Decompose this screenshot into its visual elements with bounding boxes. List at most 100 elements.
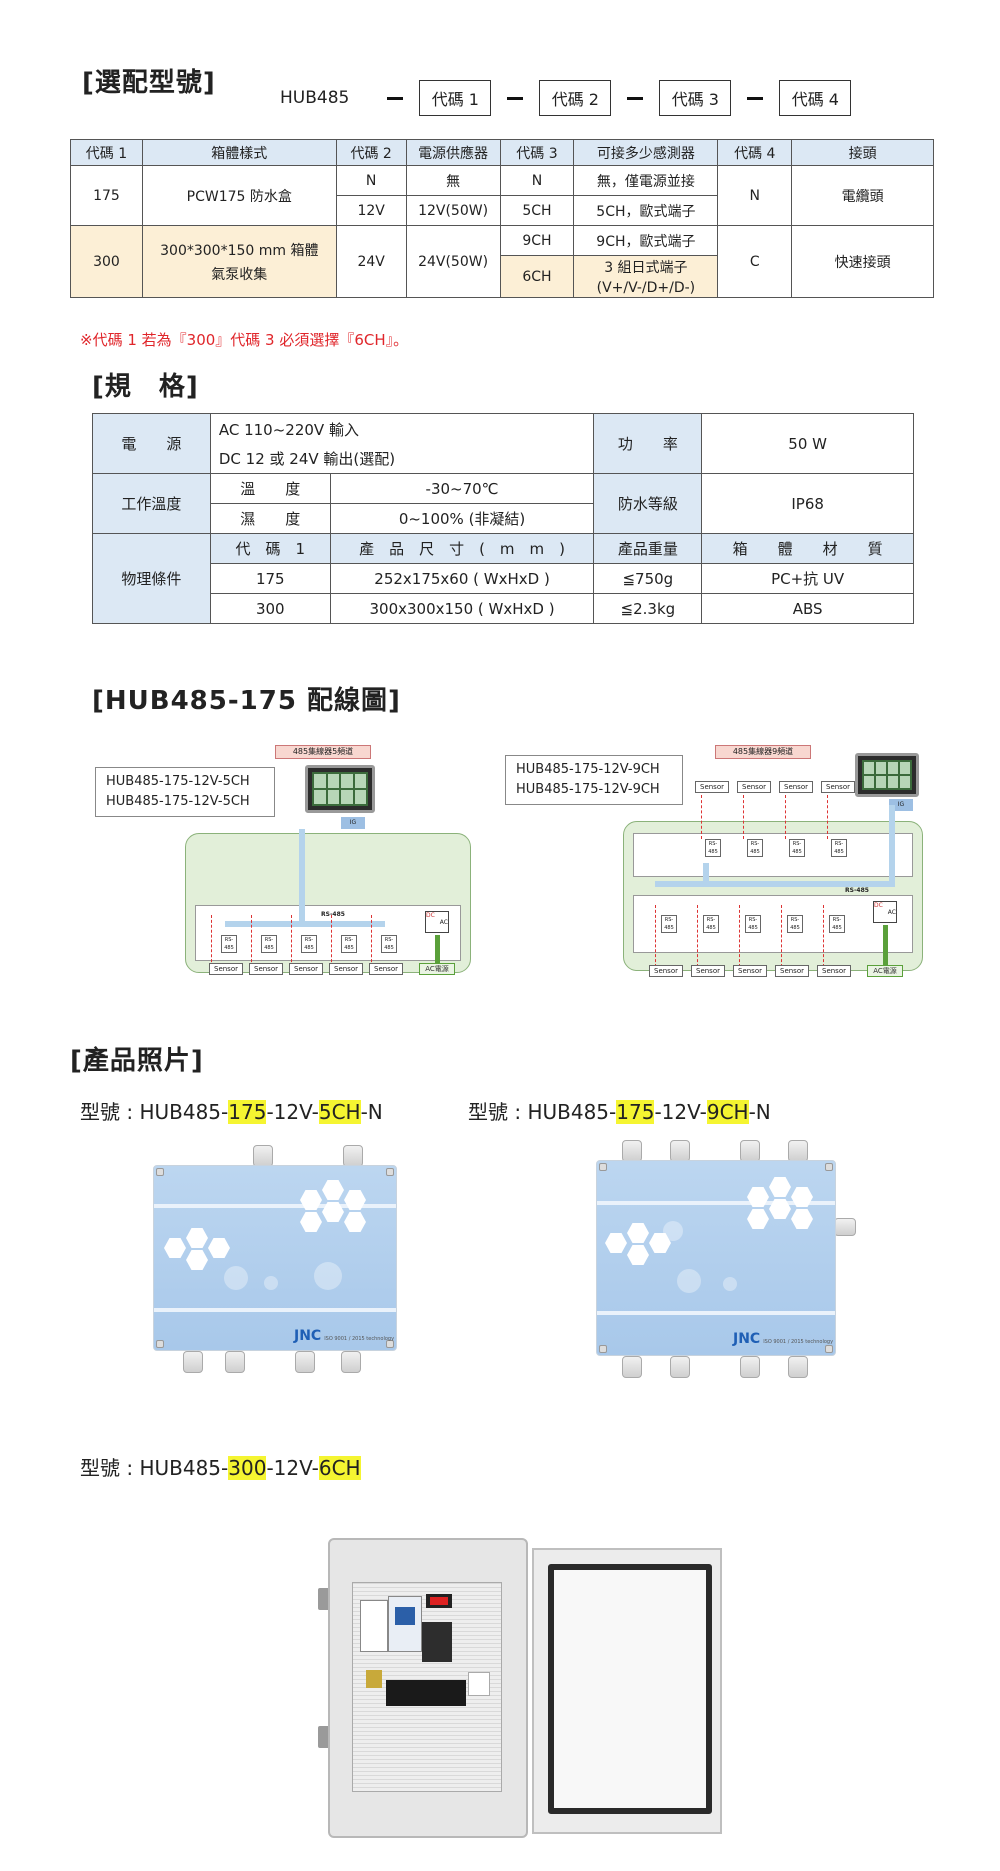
rs485-module: RS-485: [703, 915, 719, 933]
ig-tag: IG: [889, 799, 913, 811]
dc-ac-converter: DC AC: [425, 911, 449, 933]
cell: 無: [405, 165, 501, 196]
wiring-heading: [HUB485-175 配線圖]: [92, 686, 401, 716]
wire-bundle: [366, 1670, 382, 1688]
code-box-3: 代碼 3: [659, 80, 732, 116]
dc-text: DC: [426, 912, 435, 919]
table-row: 175 252x175x60 ( WxHxD ) ≦750g PC+抗 UV: [93, 563, 914, 594]
wiring-diagram-5ch: 485集線器5頻道 IG HUB485-175-12V-5CH HUB485-1…: [95, 745, 475, 975]
cable-gland-icon: [225, 1351, 245, 1373]
model-highlight: 175: [228, 1100, 267, 1124]
sensor-box: Sensor: [817, 965, 851, 977]
power-value: AC 110~220V 輸入 DC 12 或 24V 輸出(選配): [209, 413, 595, 474]
bus-line: [703, 863, 709, 885]
terminal-block: [386, 1680, 466, 1706]
ac-text: AC: [887, 909, 896, 916]
model-highlight: 175: [616, 1100, 655, 1124]
table-row: 電 源 AC 110~220V 輸入 DC 12 或 24V 輸出(選配) 功 …: [92, 413, 914, 474]
ac-arrow: [883, 925, 888, 965]
model-text: 型號 : HUB485-: [468, 1100, 617, 1124]
model-text: -N: [360, 1100, 383, 1124]
monitor-icon: [855, 753, 919, 797]
code-box-1: 代碼 1: [419, 80, 492, 116]
sensor-box: Sensor: [821, 781, 855, 793]
board-area-bottom: [633, 895, 913, 953]
sensor-box: Sensor: [209, 963, 243, 975]
rs485-module: RS-485: [341, 935, 357, 953]
cell: 300*300*150 mm 箱體 氣泵收集: [141, 225, 337, 298]
sensor-box: Sensor: [775, 965, 809, 977]
cell: N: [499, 165, 575, 196]
power-line: [291, 915, 292, 967]
table-row: 6CH 3 組日式端子 (V+/V-/D+/D-): [71, 255, 934, 298]
ip-value: IP68: [701, 473, 914, 534]
ph-code: 代 碼 1: [209, 533, 331, 564]
label-power: 電 源: [92, 413, 211, 474]
diagram-label: HUB485-175-12V-5CH HUB485-175-12V-5CH: [95, 767, 275, 817]
cell: 9CH: [499, 225, 575, 256]
label-line: HUB485-175-12V-9CH: [516, 782, 660, 797]
table-row: 12V 12V(50W) 5CH 5CH，歐式端子: [71, 195, 934, 226]
model-highlight: 9CH: [706, 1100, 749, 1124]
power-line: [371, 915, 372, 967]
cable-gland-icon: [788, 1140, 808, 1162]
th-code3: 代碼 3: [499, 139, 575, 166]
door-gasket: [548, 1564, 712, 1814]
cable-gland-icon: [295, 1351, 315, 1373]
sensor-box: Sensor: [329, 963, 363, 975]
cell: 252x175x60 ( WxHxD ): [329, 563, 595, 594]
cell: 快速接頭: [791, 225, 934, 298]
board-area: [195, 905, 461, 961]
dash: [747, 96, 764, 100]
temp-sub: 溫 度: [209, 473, 331, 504]
select-heading: [選配型號]: [82, 68, 216, 98]
rs485-module: RS-485: [261, 935, 277, 953]
model-code-row: HUB485 代碼 1 代碼 2 代碼 3 代碼 4: [280, 80, 852, 116]
watt-value: 50 W: [701, 413, 914, 474]
controller-board: [422, 1622, 452, 1662]
sensor-box: Sensor: [737, 781, 771, 793]
table-row: 物理條件 代 碼 1 產 品 尺 寸 ( m m ) 產品重量 箱 體 材 質: [92, 533, 914, 624]
rs485-module: RS-485: [301, 935, 317, 953]
bus-line: [225, 921, 385, 927]
cable-gland-icon: [343, 1145, 363, 1167]
cable-gland-icon: [183, 1351, 203, 1373]
th-sensors: 可接多少感測器: [573, 139, 719, 166]
wiring-diagram-9ch: 485集線器9頻道 IG HUB485-175-12V-9CH HUB485-1…: [505, 745, 925, 977]
cell: 3 組日式端子 (V+/V-/D+/D-): [573, 255, 719, 298]
th-connector: 接頭: [791, 139, 934, 166]
model-prefix: HUB485: [280, 88, 350, 108]
table-row: 300 300x300x150 ( WxHxD ) ≦2.3kg ABS: [93, 593, 914, 624]
ig-tag: IG: [341, 817, 365, 829]
model-line-3: 型號 : HUB485-300-12V-6CH: [80, 1452, 361, 1481]
model-highlight: 5CH: [318, 1100, 361, 1124]
rs485-module: RS-485: [745, 915, 761, 933]
power-line: [697, 905, 698, 967]
table-header-row: 代碼 1 箱體樣式 代碼 2 電源供應器 代碼 3 可接多少感測器 代碼 4 接…: [70, 139, 934, 166]
ac-arrow: [435, 935, 440, 969]
table-row: 175 PCW175 防水盒 N 無 N 無，僅電源並接 N 電纜頭: [70, 165, 934, 226]
power-line: [251, 915, 252, 967]
sensor-box: Sensor: [695, 781, 729, 793]
rs485-module: RS-485: [381, 935, 397, 953]
power-line: [701, 795, 702, 839]
diagram-title: 485集線器9頻道: [715, 745, 811, 759]
cable-gland-icon: [253, 1145, 273, 1167]
sensor-box: Sensor: [649, 965, 683, 977]
box-line-2: 氣泵收集: [211, 266, 268, 283]
rs485-module: RS-485: [789, 839, 805, 857]
temp-value: -30~70℃: [329, 473, 595, 504]
model-text: -N: [748, 1100, 771, 1124]
rs485-module: RS-485: [221, 935, 237, 953]
label-watt: 功 率: [593, 413, 703, 474]
power-line: [655, 905, 656, 967]
bus-line: [655, 881, 895, 887]
model-text: -12V-: [654, 1100, 707, 1124]
label-tag: [468, 1672, 490, 1696]
table-row: 工作溫度 溫 度 -30~70℃ 防水等級 IP68: [92, 473, 914, 534]
diagram-label: HUB485-175-12V-9CH HUB485-175-12V-9CH: [505, 755, 683, 805]
model-highlight: 6CH: [318, 1456, 361, 1480]
